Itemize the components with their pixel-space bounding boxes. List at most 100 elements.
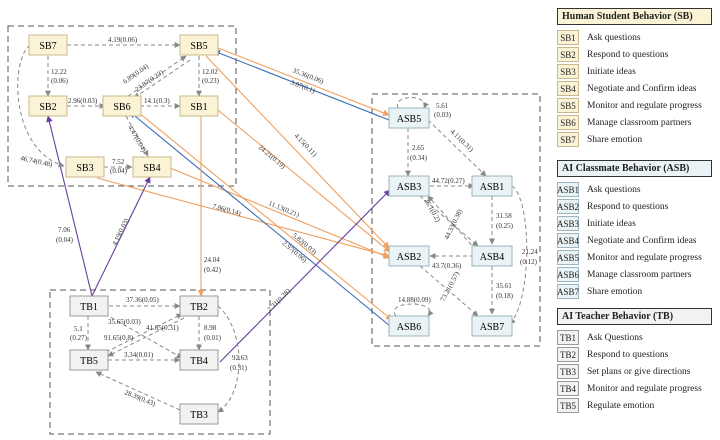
label-tb1-tb4: 35.65(0.03) [108,318,141,326]
edge-sb6-sb5 [127,55,187,97]
label-tb2-tb3-b: (0.31) [230,364,248,372]
label-asb4-asb7-a: 35.61 [496,282,512,290]
node-sb3[interactable]: SB3 [65,156,105,178]
label-tb1-sb4: 4.19(0.03) [111,217,131,247]
edge-asb6-sb6 [129,111,391,327]
edge-sb5-asb2 [205,55,390,249]
label-sb5-asb2: 4.15(0.11) [293,132,319,159]
legend-desc: Respond to questions [587,49,669,60]
node-asb3[interactable]: ASB3 [388,175,430,197]
label-asb5-self-a: 5.61 [436,102,449,110]
node-tb3[interactable]: TB3 [179,403,219,425]
node-tb1[interactable]: TB1 [69,295,109,317]
edge-tb3-tb5 [95,371,181,411]
label-sb7-sb3: 46.74(0.48) [20,154,54,169]
sb-group-boundary [7,25,237,187]
node-asb4-label: ASB4 [480,252,504,263]
legend-desc: Respond to questions [587,349,669,360]
label-sb3-sb4-a: 7.52 [112,158,125,166]
node-asb5[interactable]: ASB5 [388,107,430,129]
legend-code: TB4 [557,381,579,396]
legend-code: ASB4 [557,233,579,248]
node-tb1-label: TB1 [80,302,98,313]
node-tb4[interactable]: TB4 [179,349,219,371]
edge-sb4-asb2 [169,167,391,259]
legend-code: SB1 [557,30,579,45]
node-asb6[interactable]: ASB6 [388,315,430,337]
node-asb2[interactable]: ASB2 [388,245,430,267]
legend-asb: AI Classmate Behavior (ASB) ASB1 Ask ques… [557,160,712,300]
label-sb2-sb6: 2.96(0.03) [68,97,98,105]
legend-desc: Share emotion [587,134,643,145]
edge-tb2-tb5 [107,317,185,357]
legend-code: SB7 [557,132,579,147]
legend-desc: Initiate ideas [587,66,636,77]
edge-asb2-asb7 [419,265,479,317]
node-sb5-label: SB5 [190,41,207,52]
legend-desc: Monitor and regulate progress [587,252,702,263]
edge-asb6-self [393,303,434,317]
node-tb5[interactable]: TB5 [69,349,109,371]
label-sb7-sb2-a: 12.22 [51,68,67,76]
label-tb1-tb5-a: 5.1 [74,325,83,333]
edge-asb4-asb3 [427,195,477,251]
node-tb4-label: TB4 [190,356,208,367]
edge-sb1-asb2 [217,109,391,253]
legend-desc: Regulate emotion [587,400,655,411]
node-asb7-label: ASB7 [480,322,504,333]
label-sb1-asb2: 24.21(0.19) [257,143,288,171]
legend-desc: Monitor and regulate progress [587,100,702,111]
sb-nodes: SB7 SB5 SB2 SB6 SB1 SB3 SB4 [28,34,219,178]
edge-tb1-sb2 [46,115,93,297]
node-asb4[interactable]: ASB4 [471,245,513,267]
edge-sb6-sb4 [125,115,149,157]
node-asb1[interactable]: ASB1 [471,175,513,197]
legend-asb-title: AI Classmate Behavior (ASB) [557,160,712,177]
legend-code: ASB1 [557,182,579,197]
label-sb3-sb4-b: (0.04) [110,167,128,175]
node-sb4[interactable]: SB4 [132,156,172,178]
label-tb2-tb3-a: 92.63 [232,354,248,362]
edge-asb5-self [397,97,429,109]
node-sb6[interactable]: SB6 [102,95,142,117]
label-tb1-tb2: 37.36(0.05) [126,296,159,304]
label-asb5-asb3-a: 2.65 [412,144,425,152]
legend-code: ASB6 [557,267,579,282]
node-sb1[interactable]: SB1 [179,95,219,117]
edge-tb1-sb4 [91,176,151,297]
legend-code: TB2 [557,347,579,362]
node-sb7-label: SB7 [39,41,56,52]
edge-sb5-sb6 [133,59,191,99]
asb-nodes: ASB5 ASB3 ASB1 ASB2 ASB4 ASB6 ASB7 [388,107,513,337]
node-asb7[interactable]: ASB7 [471,315,513,337]
label-sb3-asb2: 7.86(0.14) [211,202,242,217]
label-asb3-asb4: 26.1(0.2) [422,197,442,224]
asb-group-boundary [371,93,541,347]
node-tb2[interactable]: TB2 [179,295,219,317]
node-sb7[interactable]: SB7 [28,34,68,56]
legend-code: ASB2 [557,199,579,214]
legend-desc: Set plans or give directions [587,366,691,377]
legend-code: SB5 [557,98,579,113]
edge-tb2-tb3 [217,305,240,413]
label-asb5-self-b: (0.03) [434,111,452,119]
legend-item: SB5 Monitor and regulate progress [557,97,712,114]
legend-desc: Ask questions [587,184,641,195]
node-sb3-label: SB3 [76,163,93,174]
node-sb2[interactable]: SB2 [28,95,68,117]
label-sb1-tb2-a: 24.04 [204,256,220,264]
label-tb5-tb4: 3.34(0.01) [124,351,154,359]
legend-sb-title: Human Student Behavior (SB) [557,8,712,25]
node-sb1-label: SB1 [190,102,207,113]
label-tb1-sb2-b: (0.04) [56,236,74,244]
node-sb5[interactable]: SB5 [179,34,219,56]
